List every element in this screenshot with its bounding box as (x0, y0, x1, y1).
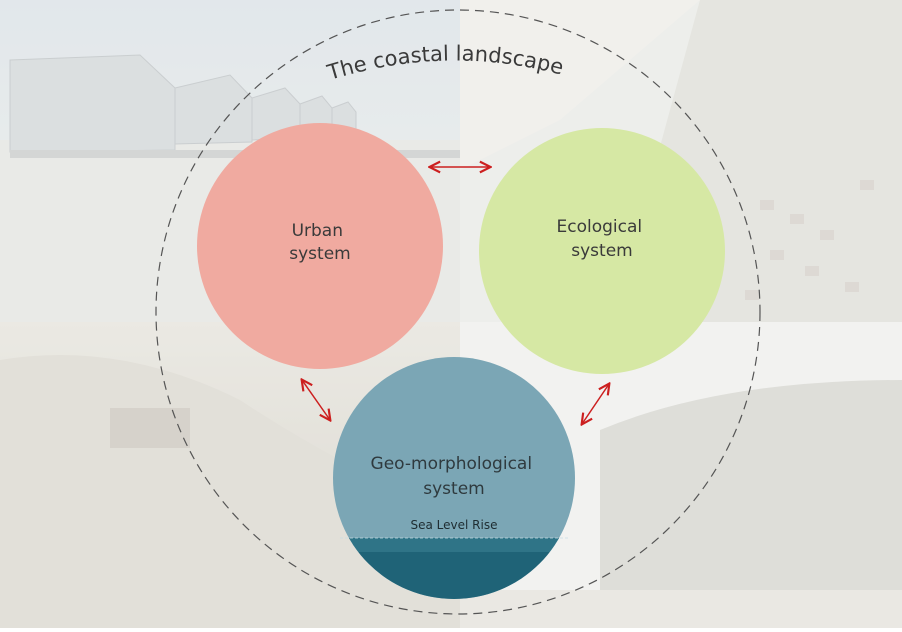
interaction-arrows (302, 167, 609, 424)
urban-system-node: Urban system (197, 123, 443, 369)
beach-hut-row (9, 54, 357, 153)
urban-geo-arrow (302, 380, 330, 420)
ecological-system-node: Ecological system (479, 128, 725, 374)
urban-system-label: Urban system (289, 221, 350, 264)
urban-system-circle (197, 123, 443, 369)
landscape-boundary-circle (155, 9, 761, 615)
sea-level-rise-label: Sea Level Rise (411, 518, 498, 532)
geomorphological-system-label: Geo-morphological system (371, 454, 538, 499)
ecological-system-label: Ecological system (556, 217, 647, 261)
ecological-geo-arrow (582, 384, 609, 424)
ecological-system-circle (479, 128, 725, 374)
